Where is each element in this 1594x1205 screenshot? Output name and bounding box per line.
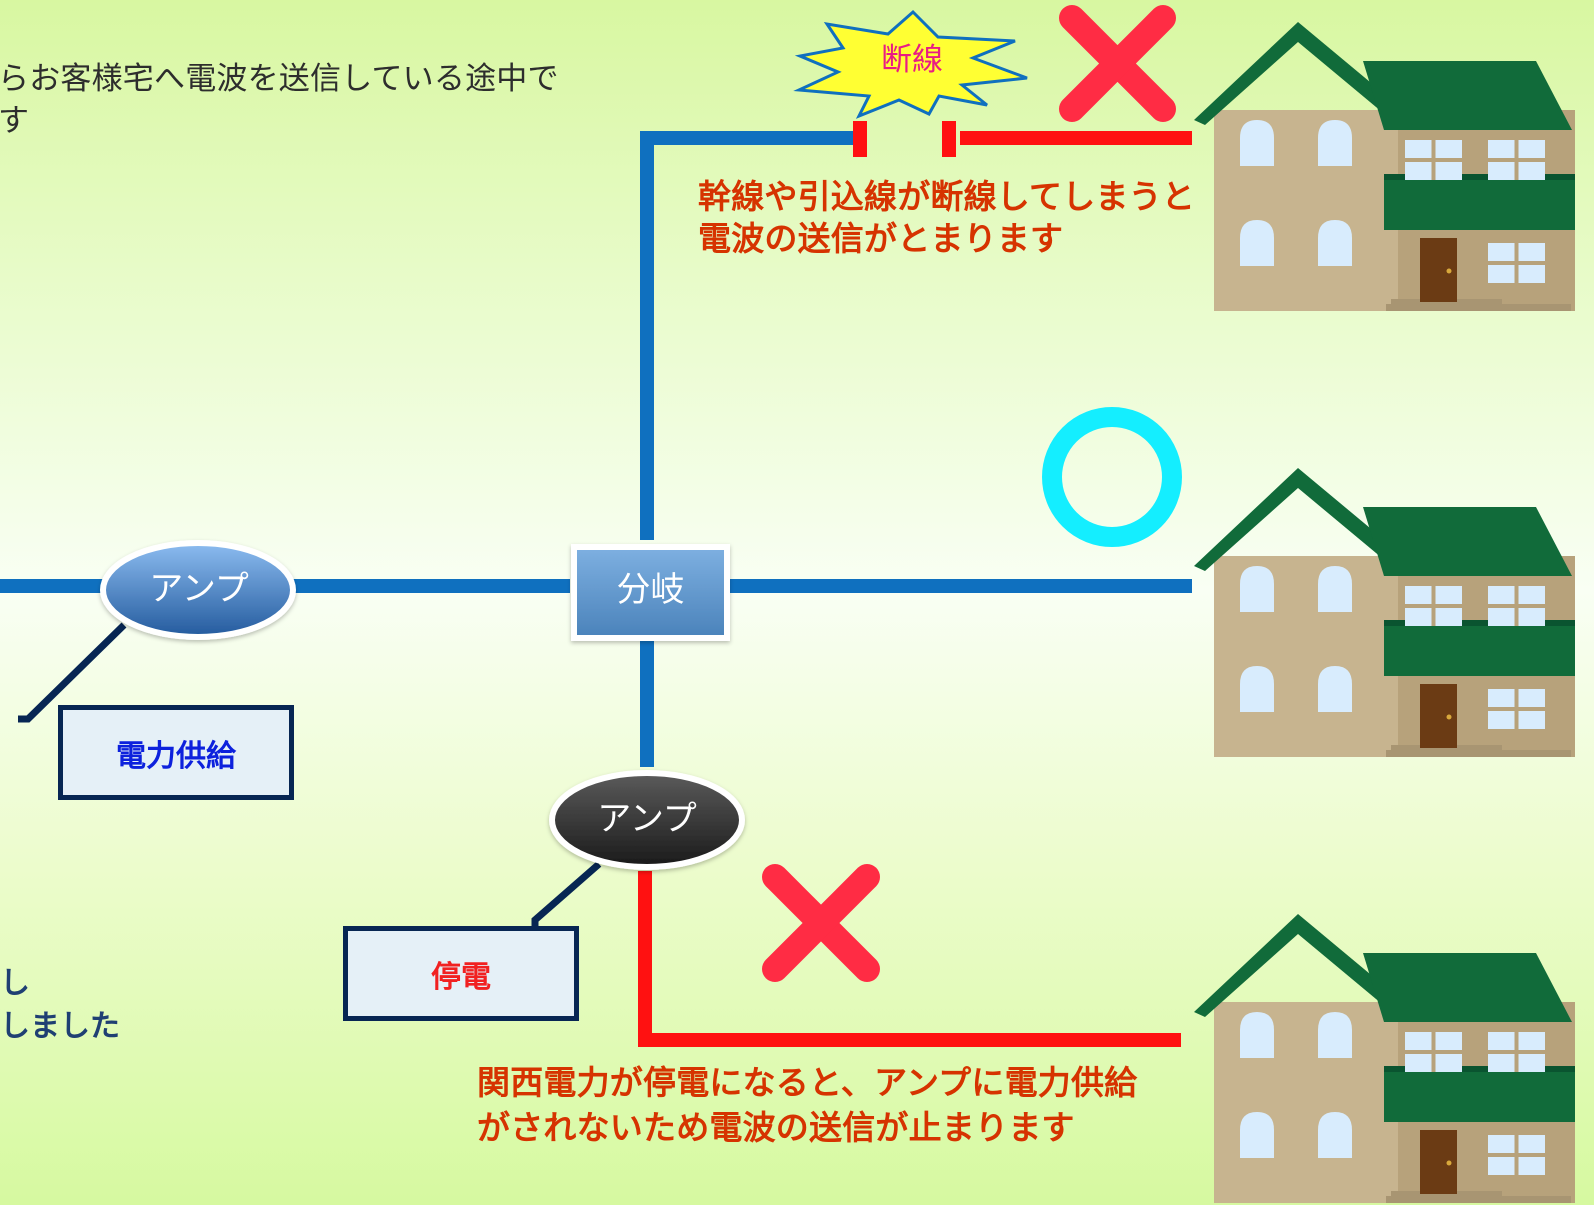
break-message-line-2: 電波の送信がとまります (698, 219, 1064, 258)
status-icons (762, 5, 1182, 982)
left-amp-leader (18, 622, 127, 723)
power-supply-box: 電力供給 (58, 705, 294, 800)
branch-line-top (640, 131, 860, 540)
left-amp-node (100, 540, 296, 640)
outage-message-line-1: 関西電力が停電になると、アンプに電力供給 (477, 1063, 1138, 1102)
branch-node (571, 544, 730, 641)
nodes (100, 540, 745, 870)
bottom-amp-label: アンプ (597, 799, 697, 839)
outage-line (638, 871, 1181, 1047)
top-cross-icon-stroke (1059, 5, 1176, 122)
outage-box: 停電 (343, 926, 579, 1021)
bottom-amp-node (549, 770, 745, 870)
bottom-cross-icon-stroke (762, 864, 880, 982)
power-supply-label: 電力供給 (116, 738, 236, 774)
outage-label: 停電 (431, 959, 491, 995)
left-amp-label: アンプ (149, 569, 249, 609)
break-burst-icon (793, 9, 1028, 119)
outage-message-line-2: がされないため電波の送信が止まります (477, 1108, 1075, 1147)
side-note-line-1: し (0, 966, 30, 1001)
ok-circle-icon (1042, 407, 1182, 547)
background-lines (0, 131, 1192, 1047)
break-burst-label: 断線 (881, 42, 943, 78)
intro-line-1: らお客様宅へ電波を送信している途中で (0, 61, 559, 97)
intro-line-2: す (0, 103, 30, 139)
break-message-line-1: 幹線や引込線が断線してしまうと (698, 177, 1196, 216)
branch-label: 分岐 (616, 570, 685, 610)
side-note-line-2: しました (0, 1009, 120, 1044)
break-section (793, 9, 1192, 157)
